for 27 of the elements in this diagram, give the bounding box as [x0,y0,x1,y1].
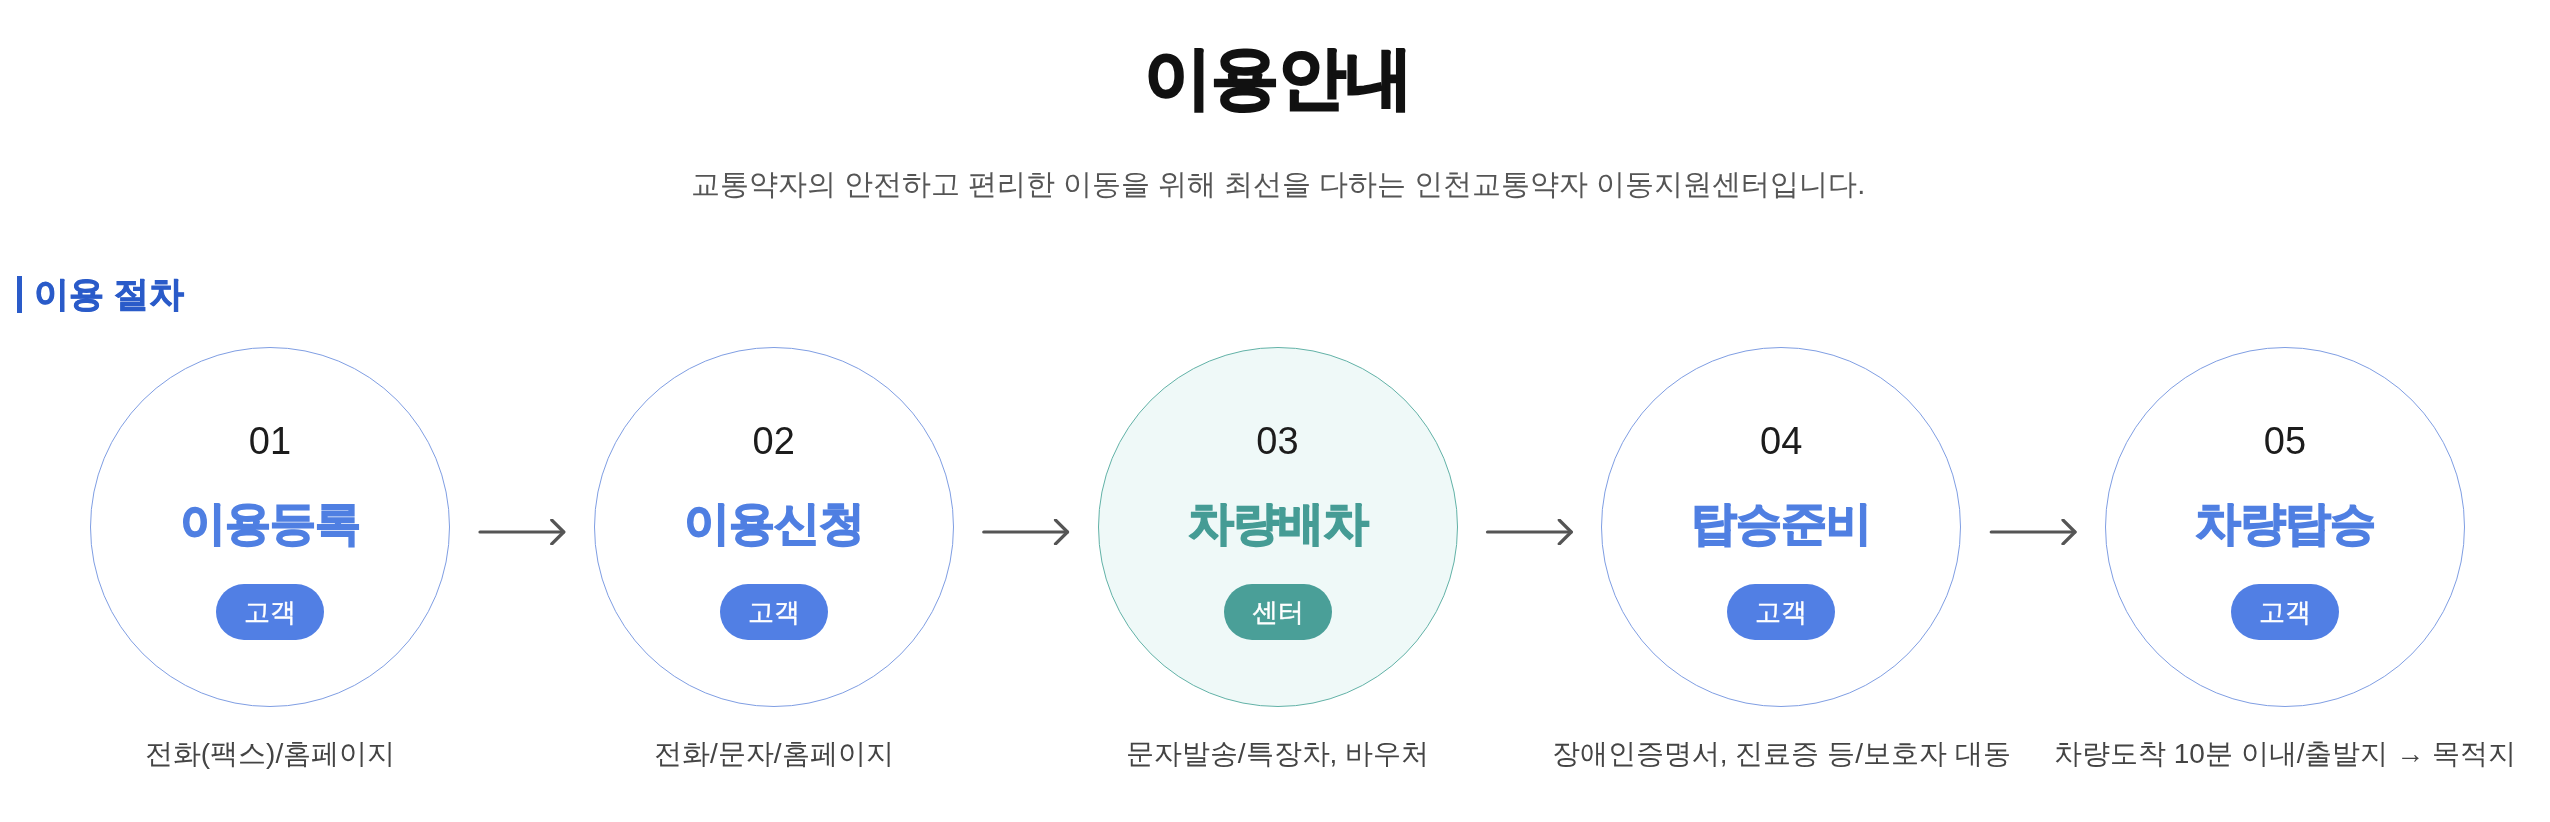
step-number: 02 [752,420,795,464]
subtitle: 교통약자의 안전하고 편리한 이동을 위해 최선을 다하는 인천교통약자 이동지원센터입니다. [690,167,1866,202]
step-title: 차량탑승 [2195,497,2375,550]
step-description: 전화/문자/홈페이지 [653,737,894,771]
page-title: 이용안내 [1144,38,1412,117]
role-badge: 고객 [719,584,828,640]
step-number: 05 [2263,420,2307,464]
arrow [1485,518,1573,546]
role-badge: 센터 [1223,584,1332,640]
section-heading: 이용 절차 [17,276,184,313]
arrow [478,518,566,546]
step-number: 03 [1256,420,1299,464]
step-description: 문자발송/특장차, 바우처 [1125,737,1430,771]
arrow [982,518,1070,546]
step-description: 장애인증명서, 진료증 등/보호자 대동 [1551,737,2011,771]
role-badge: 고객 [216,584,324,640]
step-title: 이용신청 [683,497,864,550]
arrow [1989,518,2077,546]
step-description: 차량도착 10분 이내/출발지 → 목적지 [2054,737,2516,771]
step-number: 04 [1760,420,1803,464]
step-title: 이용등록 [180,497,360,550]
step-title: 탑승준비 [1691,497,1872,550]
step-number: 01 [248,420,292,464]
step-title: 차량배차 [1187,497,1368,550]
role-badge: 고객 [1727,584,1836,640]
step-description: 전화(팩스)/홈페이지 [144,737,396,771]
role-badge: 고객 [2231,584,2339,640]
